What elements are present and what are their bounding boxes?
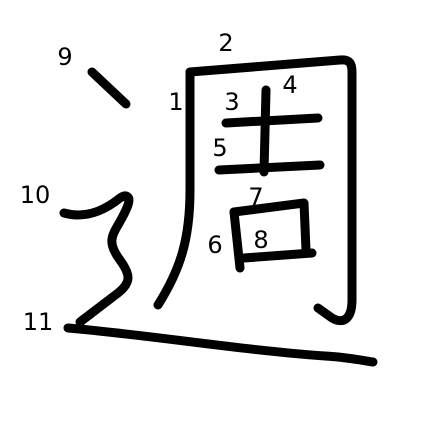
stroke-number-5: 5 xyxy=(212,134,227,162)
stroke-9 xyxy=(87,67,131,109)
stroke-number-labels: 1 2 3 4 5 6 7 8 9 10 11 xyxy=(20,29,298,336)
stroke-10 xyxy=(59,191,134,327)
stroke-number-9: 9 xyxy=(57,43,72,71)
stroke-number-11: 11 xyxy=(23,308,54,336)
stroke-number-10: 10 xyxy=(20,181,51,209)
stroke-4 xyxy=(259,85,271,177)
stroke-3 xyxy=(221,113,323,128)
stroke-1 xyxy=(153,67,195,310)
stroke-7 xyxy=(229,198,311,255)
stroke-number-8: 8 xyxy=(253,226,268,254)
stroke-number-4: 4 xyxy=(282,71,297,99)
stroke-number-2: 2 xyxy=(218,29,233,57)
stroke-number-6: 6 xyxy=(207,231,222,259)
stroke-8 xyxy=(239,248,317,263)
stroke-number-7: 7 xyxy=(248,183,263,211)
stroke-number-3: 3 xyxy=(224,88,239,116)
character-strokes xyxy=(59,55,378,367)
stroke-11 xyxy=(63,323,378,367)
stroke-number-1: 1 xyxy=(168,88,183,116)
stroke-6 xyxy=(229,207,245,273)
stroke-2 xyxy=(185,55,357,326)
stroke-5 xyxy=(214,160,325,175)
